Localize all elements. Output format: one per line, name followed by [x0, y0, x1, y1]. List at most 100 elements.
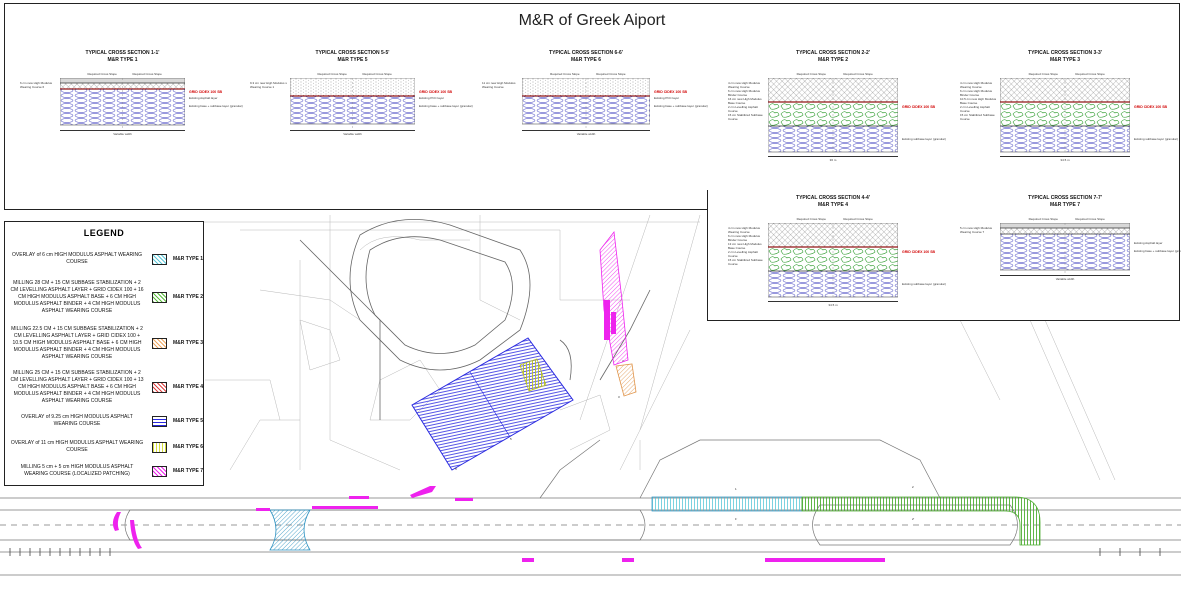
width-dimension-line [1000, 275, 1130, 276]
legend-item-label: M&R TYPE 3 [173, 340, 204, 346]
legend-item-label: M&R TYPE 7 [173, 468, 204, 474]
legend-item: OVERLAY of 6 cm HIGH MODULUS ASPHALT WEA… [9, 252, 203, 266]
legend-item: MILLING 5 cm + 5 cm HIGH MODULUS ASPHALT… [9, 462, 204, 480]
runway-type2-area [801, 496, 1041, 546]
cross-section-title: TYPICAL CROSS SECTION 2-2' [796, 50, 870, 56]
layer-notes-left: 4 cm new High Modulus Wearing Course 6 c… [960, 81, 997, 121]
grid-cidex-label: GRID CIDEX 100 SB [902, 105, 936, 109]
layer-notes-right: Existing subbase layer (granular) [1134, 137, 1178, 141]
cross-section-drawing [1000, 223, 1130, 273]
slope-label-left: Required Cross Slope [550, 72, 580, 76]
legend-item-label: M&R TYPE 2 [173, 294, 204, 300]
legend-item-description: MILLING 25 CM + 15 CM SUBBASE STABILIZAT… [10, 369, 144, 404]
grid-cidex-label: GRID CIDEX 100 SB [189, 90, 223, 94]
svg-text:2: 2 [912, 485, 914, 489]
svg-text:1': 1' [735, 517, 738, 521]
layer-notes-left: 5 cm new High Modulus Wearing Course 7 [960, 226, 993, 234]
legend-swatch [152, 441, 167, 453]
section-width-label: Variable width [1055, 277, 1075, 281]
legend-swatch [152, 381, 167, 393]
slope-label-right: Required Cross Slope [362, 72, 392, 76]
legend-item-label: M&R TYPE 5 [173, 418, 204, 424]
section-width-label: 34.5 m [1060, 158, 1070, 162]
section-width-label: Variable width [343, 132, 362, 136]
width-dimension-line [1000, 156, 1130, 157]
legend-item-label: M&R TYPE 4 [173, 384, 204, 390]
grid-cidex-label: GRID CIDEX 100 SB [1134, 105, 1168, 109]
cross-section-subtitle: M&R TYPE 3 [1049, 57, 1080, 63]
width-dimension-line [768, 301, 898, 302]
grid-cidex-label: GRID CIDEX 100 SB [419, 90, 453, 94]
legend-swatch [152, 465, 167, 477]
layer-notes-right: Existing PCC layer Existing base + subba… [419, 96, 473, 108]
slope-label-left: Required Cross Slope [1028, 72, 1058, 76]
cross-section-title: TYPICAL CROSS SECTION 1-1' [85, 50, 160, 56]
legend-panel: LEGEND OVERLAY of 6 cm HIGH MODULUS ASPH… [4, 221, 204, 486]
legend-item-description: MILLING 22.5 CM + 15 CM SUBBASE STABILIZ… [11, 325, 143, 360]
cross-section-drawing [522, 78, 650, 128]
apron-type6-area [519, 358, 547, 392]
width-dimension-line [60, 130, 185, 131]
section-width-label: 34.5 m [828, 303, 838, 307]
svg-text:7: 7 [622, 359, 624, 363]
svg-text:5: 5 [510, 437, 512, 441]
legend-item-description: OVERLAY of 11 cm HIGH MODULUS ASPHALT WE… [10, 440, 144, 453]
page-title: M&R of Greek Aiport [518, 12, 666, 29]
legend-item-description: OVERLAY of 6 cm HIGH MODULUS ASPHALT WEA… [12, 252, 142, 265]
cross-section-title: TYPICAL CROSS SECTION 7-7' [1028, 195, 1102, 201]
slope-label-left: Required Cross Slope [796, 217, 826, 221]
width-dimension-line [768, 156, 898, 157]
slope-label-right: Required Cross Slope [843, 217, 873, 221]
layer-notes-right: Existing Asphalt layer Existing base + s… [189, 96, 243, 108]
legend-item: OVERLAY of 11 cm HIGH MODULUS ASPHALT WE… [9, 436, 204, 458]
legend-item: OVERLAY of 9.25 cm HIGH MODULUS ASPHALT … [9, 410, 204, 432]
layer-notes-left: 4 cm new High Modulus Wearing Course 6 c… [728, 81, 763, 121]
slope-label-right: Required Cross Slope [843, 72, 873, 76]
layer-notes-left: 6 cm new High Modulus Wearing Course 6 [20, 81, 53, 89]
taxiway-type3-area [615, 363, 637, 397]
svg-text:1: 1 [735, 487, 737, 491]
legend-item-description: MILLING 28 CM + 15 CM SUBBASE STABILIZAT… [10, 279, 144, 314]
cross-section-drawing [768, 223, 898, 299]
cross-section-drawing [1000, 78, 1130, 154]
legend-item-label: M&R TYPE 6 [173, 444, 204, 450]
svg-text:3: 3 [618, 395, 620, 399]
legend-swatch [152, 415, 167, 427]
svg-text:5': 5' [455, 467, 458, 471]
layer-notes-right: Existing subbase layer (granular) [902, 137, 946, 141]
apron-type5-area [411, 337, 574, 471]
taxiway-type7-area [599, 230, 629, 366]
cross-section-subtitle: M&R TYPE 1 [107, 57, 138, 63]
cross-section-title: TYPICAL CROSS SECTION 6-6' [549, 50, 623, 56]
legend-title: LEGEND [83, 228, 125, 238]
layer-notes-left: 4 cm new High Modulus Wearing Course 6 c… [728, 226, 763, 266]
width-dimension-line [522, 130, 650, 131]
cross-section-subtitle: M&R TYPE 5 [337, 57, 368, 63]
section-width-label: Variable width [113, 132, 132, 136]
cross-section-subtitle: M&R TYPE 7 [1049, 202, 1080, 208]
legend-item: MILLING 28 CM + 15 CM SUBBASE STABILIZAT… [9, 276, 204, 318]
legend-item-description: MILLING 5 cm + 5 cm HIGH MODULUS ASPHALT… [20, 464, 134, 477]
runway-type1-area [651, 496, 803, 512]
layer-notes-right: Existing PCC layer Existing base + subba… [654, 96, 708, 108]
slope-label-right: Required Cross Slope [132, 72, 162, 76]
slope-label-right: Required Cross Slope [1075, 217, 1105, 221]
grid-cidex-label: GRID CIDEX 100 SB [654, 90, 688, 94]
slope-label-left: Required Cross Slope [1028, 217, 1058, 221]
layer-notes-left: 11 cm new High Modulus Wearing Course [482, 81, 516, 89]
cross-section-subtitle: M&R TYPE 6 [570, 57, 601, 63]
layer-notes-right: Existing subbase layer (granular) [902, 282, 946, 286]
width-dimension-line [290, 130, 415, 131]
cross-section-drawing [290, 78, 415, 128]
cross-section-title: TYPICAL CROSS SECTION 3-3' [1028, 50, 1102, 56]
slope-label-right: Required Cross Slope [596, 72, 626, 76]
layer-notes-right: Existing Asphalt layer Existing base + s… [1134, 241, 1181, 253]
slope-label-left: Required Cross Slope [317, 72, 347, 76]
cross-section-drawing [768, 78, 898, 154]
slope-label-left: Required Cross Slope [796, 72, 826, 76]
section-width-label: Variable width [576, 132, 596, 136]
slope-label-right: Required Cross Slope [1075, 72, 1105, 76]
runway-crossing-area [269, 509, 311, 551]
legend-item: MILLING 22.5 CM + 15 CM SUBBASE STABILIZ… [9, 322, 204, 364]
